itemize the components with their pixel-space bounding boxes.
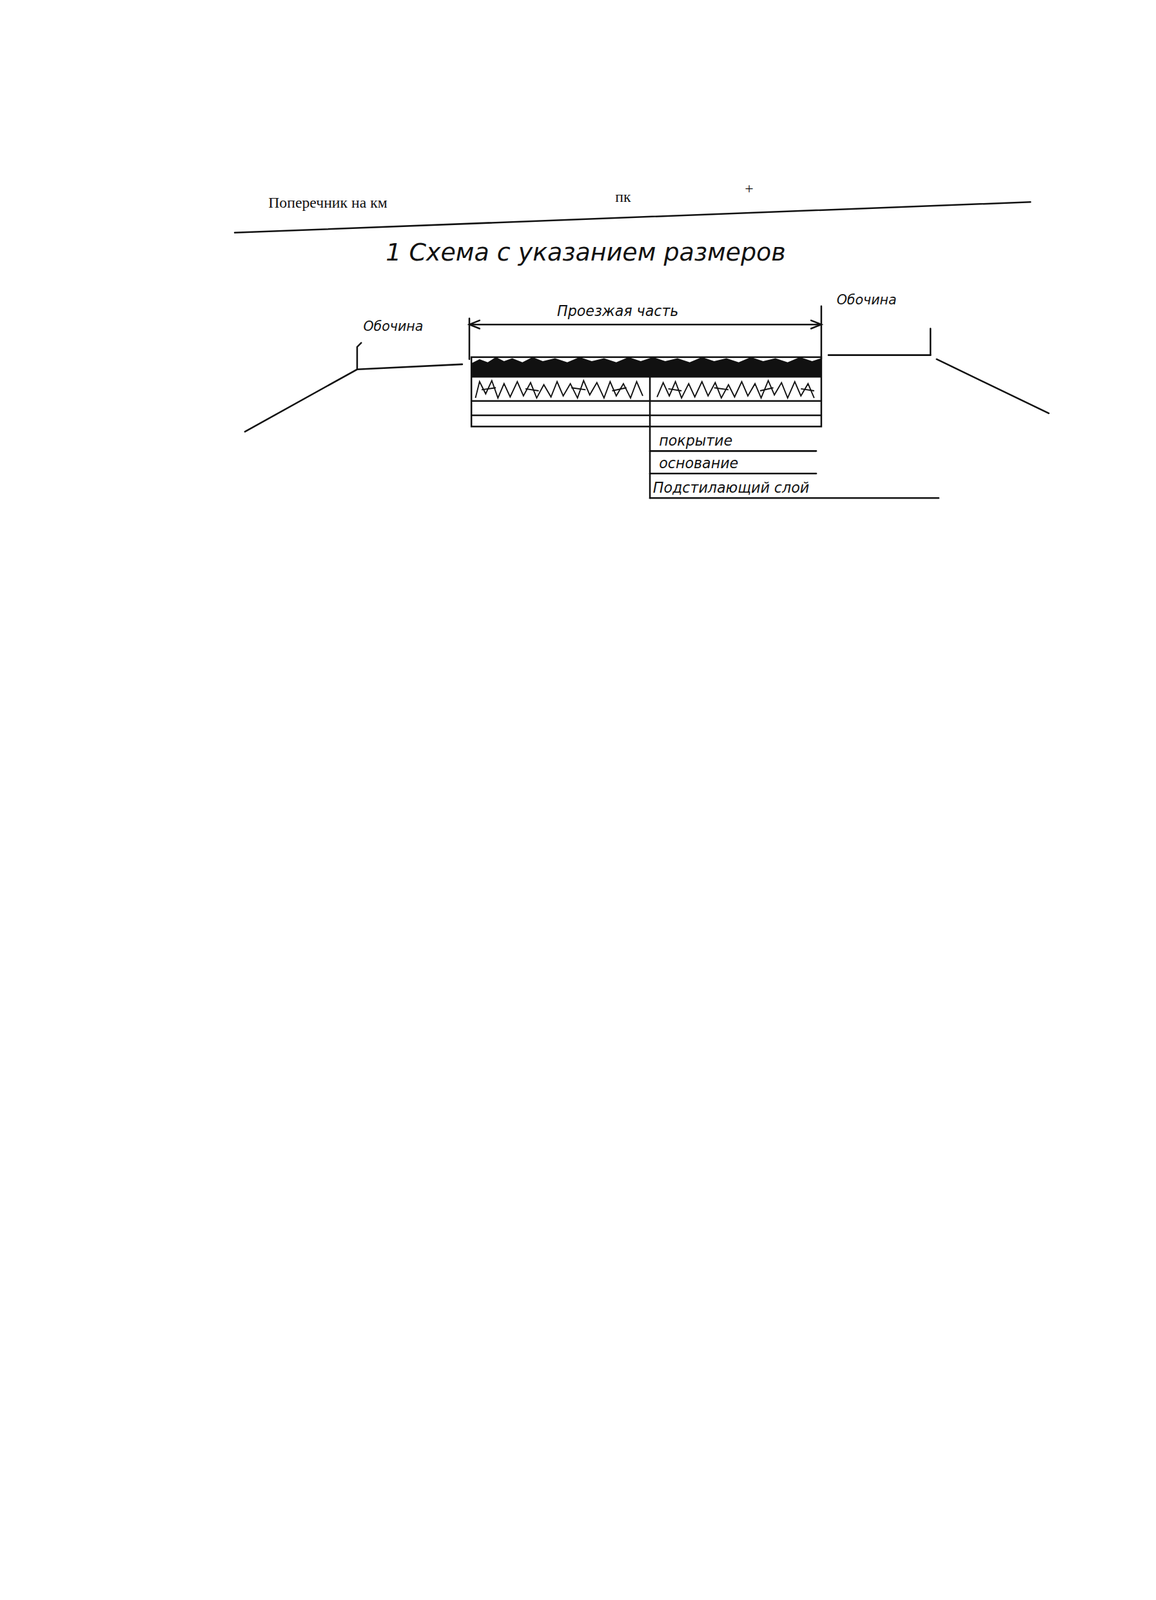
layer-name: Подстилающий слой (653, 480, 810, 495)
right-slope (936, 359, 1049, 414)
leader-line (649, 369, 652, 498)
dimension-extension (820, 306, 823, 360)
form-field: Поперечник на км (268, 195, 387, 211)
layer-line (471, 400, 822, 403)
underline (649, 472, 817, 475)
pavement-outline (471, 357, 822, 427)
layer-name: покрытие (658, 433, 733, 448)
base-pattern (475, 380, 814, 398)
form-field: + (744, 181, 754, 197)
dimension-arrow (469, 320, 480, 329)
left-shoulder (244, 364, 463, 432)
form-field: пк (615, 189, 631, 206)
right-tick (929, 328, 932, 355)
layer-line (471, 414, 822, 417)
coating-layer (471, 357, 822, 378)
right-shoulder (828, 353, 931, 356)
underline (649, 497, 939, 500)
dimension-arrow (811, 320, 822, 329)
part-name: Обочина (362, 319, 423, 334)
part-name: Обочина (836, 293, 897, 307)
dimension-line (469, 323, 822, 326)
sheet-title: 1 Схема с указанием размеров (385, 239, 786, 265)
dimension-label: Проезжая часть (557, 303, 679, 318)
layer-name: основание (658, 455, 739, 471)
left-tick (357, 342, 362, 370)
underline (649, 450, 817, 452)
